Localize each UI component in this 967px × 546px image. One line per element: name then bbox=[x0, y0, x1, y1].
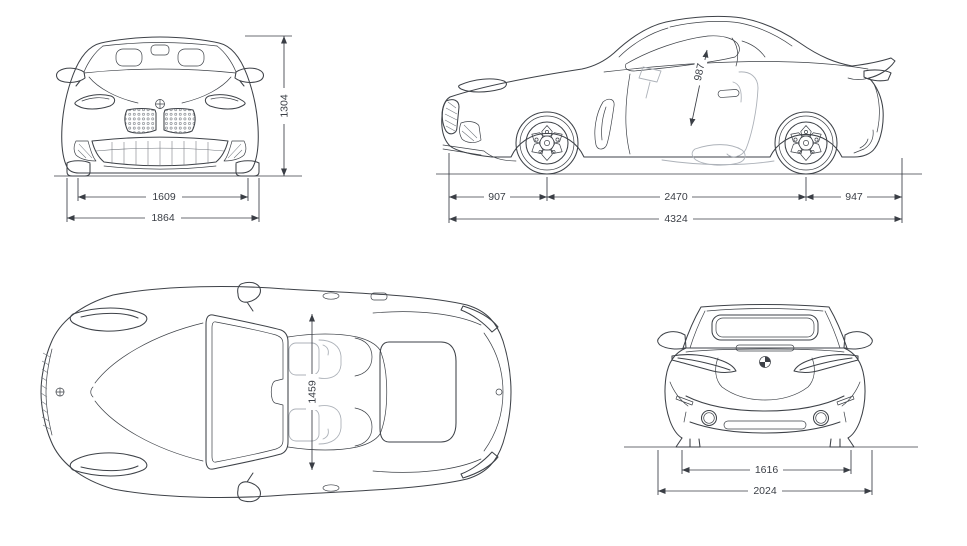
dim-front-width-label: 1864 bbox=[151, 212, 175, 224]
headlight-side bbox=[458, 78, 507, 93]
dimension-rear-track: 1616 bbox=[681, 450, 852, 476]
front-lower-fascia bbox=[73, 136, 247, 170]
dim-roof-seat-label: 987 bbox=[692, 62, 707, 82]
hood-contours bbox=[90, 322, 204, 462]
side-vent bbox=[594, 98, 615, 150]
door-top-lines bbox=[287, 333, 381, 451]
dimension-front-width: 1864 bbox=[66, 178, 260, 224]
deck-vent-top bbox=[322, 292, 340, 300]
kidney-grilles bbox=[124, 107, 196, 134]
roof-inner-line bbox=[669, 21, 793, 47]
side-view-drawing: 987 907 2470 947 4324 bbox=[436, 15, 922, 225]
dimension-front-track: 1609 bbox=[77, 178, 249, 203]
nose-grille-band bbox=[45, 348, 53, 436]
mirror-bottom bbox=[237, 472, 261, 503]
rear-deck-lines bbox=[372, 311, 504, 473]
rear-car-body bbox=[657, 303, 873, 448]
bumper-mouth bbox=[685, 395, 845, 412]
front-headrests bbox=[115, 44, 205, 67]
kidney-side bbox=[441, 99, 460, 135]
rear-wheel-right bbox=[829, 437, 855, 448]
trunk-lid bbox=[379, 341, 457, 443]
wheel bbox=[515, 111, 579, 175]
diffuser bbox=[723, 420, 807, 430]
taillights-top bbox=[460, 305, 499, 479]
cockpit-rear-edge bbox=[379, 349, 388, 435]
dim-interior-width-label: 1459 bbox=[307, 380, 319, 404]
rear-window bbox=[711, 314, 819, 341]
reflector-left bbox=[669, 381, 694, 407]
front-view-drawing: 1609 1864 1304 bbox=[54, 35, 302, 224]
headlight-top-right bbox=[69, 452, 148, 477]
dim-length-label: 4324 bbox=[664, 213, 688, 225]
seats-top bbox=[288, 339, 342, 445]
seat-silhouette bbox=[638, 66, 775, 166]
rear-view-drawing: 1616 2024 bbox=[624, 303, 918, 497]
shoulder-line bbox=[685, 348, 845, 353]
rear-wheel-left bbox=[675, 437, 701, 448]
fuel-cap bbox=[370, 292, 388, 301]
dimension-height: 1304 bbox=[245, 35, 292, 176]
door-shutline bbox=[625, 73, 631, 155]
reflector-right bbox=[836, 381, 861, 407]
headlights-front bbox=[74, 94, 246, 110]
bmw-roundel-front bbox=[155, 99, 165, 109]
dimension-interior-width: 1459 bbox=[306, 314, 319, 470]
soft-top bbox=[682, 303, 848, 349]
bmw-roundel-tail bbox=[495, 388, 503, 396]
front-side-mirrors bbox=[56, 67, 264, 87]
dimension-roof-to-seat: 987 bbox=[689, 49, 709, 127]
front-intake-side bbox=[459, 121, 482, 143]
dim-height-label: 1304 bbox=[279, 94, 291, 118]
exhausts bbox=[700, 409, 830, 427]
b-pillar bbox=[731, 37, 766, 67]
front-car-body bbox=[56, 36, 264, 177]
dim-rear-track-label: 1616 bbox=[755, 464, 779, 476]
rear-bumper-side bbox=[853, 83, 880, 154]
dimension-side-rows: 907 2470 947 4324 bbox=[448, 153, 903, 225]
headlight-top-left bbox=[69, 307, 148, 332]
taillight-side bbox=[863, 69, 892, 82]
side-car-body bbox=[441, 15, 896, 175]
dim-wheelbase-label: 2470 bbox=[664, 191, 688, 203]
door-handle bbox=[717, 89, 740, 98]
bmw-roundel-nose bbox=[55, 387, 65, 397]
mirror-top bbox=[237, 281, 261, 312]
dim-rear-width-label: 2024 bbox=[753, 485, 777, 497]
beltline bbox=[603, 61, 869, 73]
third-brake-light bbox=[735, 344, 795, 352]
trunk-contour bbox=[715, 357, 815, 401]
mirror-rear-right bbox=[843, 331, 873, 350]
mirror-rear-left bbox=[657, 331, 687, 350]
windshield-frame bbox=[205, 314, 289, 470]
windshield-inner bbox=[211, 321, 284, 463]
dim-rear-overhang-label: 947 bbox=[845, 191, 863, 203]
top-view-drawing: 1459 bbox=[40, 281, 512, 503]
dimension-rear-width: 2024 bbox=[657, 450, 873, 497]
front-splitter bbox=[442, 144, 517, 162]
deck-vent-bottom bbox=[322, 484, 340, 492]
bmw-roundel-rear bbox=[759, 356, 771, 368]
dim-front-overhang-label: 907 bbox=[488, 191, 506, 203]
dim-front-track-label: 1609 bbox=[152, 191, 176, 203]
roll-hoops bbox=[354, 337, 373, 447]
taillights-rear bbox=[671, 354, 859, 373]
interior-mirror bbox=[150, 44, 170, 56]
front-wheels bbox=[66, 160, 260, 177]
top-car-body bbox=[40, 281, 512, 503]
wheel-rear bbox=[775, 112, 837, 174]
bumper-bottom bbox=[689, 421, 841, 434]
side-glass bbox=[625, 35, 740, 72]
hood-lines bbox=[88, 76, 232, 104]
